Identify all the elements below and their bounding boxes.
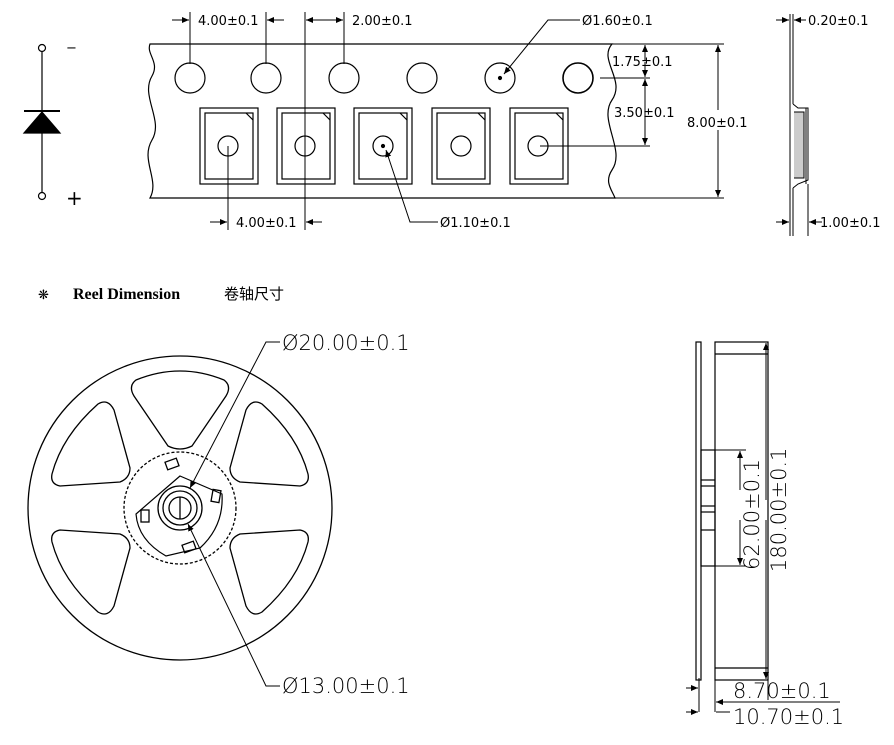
pocket	[199, 107, 259, 185]
dim-tape-thickness: 0.20±0.1	[808, 14, 869, 29]
reel-dimension-heading-cn: 卷轴尺寸	[224, 285, 284, 303]
reel-window	[51, 401, 131, 487]
tape-dimension-lines	[172, 12, 724, 230]
heading-bullet-icon: ❋	[38, 288, 49, 303]
dim-sprocket-pitch: 4.00±0.1	[198, 14, 259, 29]
dim-hole-to-pocket-pitch: 2.00±0.1	[352, 14, 413, 29]
reel-window	[229, 401, 309, 487]
dim-hole-edge-distance: 1.75±0.1	[612, 55, 673, 70]
diode-cathode-mark: +	[66, 186, 83, 210]
reel-dimension-heading: Reel Dimension	[73, 286, 180, 303]
diode-symbol	[22, 43, 62, 201]
diode-anode-mark: −	[66, 41, 77, 56]
reel-front-view	[27, 355, 333, 661]
sprocket-hole	[328, 62, 360, 94]
dim-tape-width: 8.00±0.1	[687, 116, 748, 131]
sprocket-hole	[406, 62, 438, 94]
dim-sprocket-hole-diameter: Ø1.60±0.1	[582, 14, 653, 29]
reel-side-view	[695, 341, 769, 681]
pocket	[431, 107, 491, 185]
pocket	[276, 107, 336, 185]
tape-side-view	[776, 14, 822, 236]
sprocket-hole	[562, 62, 594, 94]
carrier-tape	[147, 43, 617, 199]
dim-arbor-diameter: Ø13.00±0.1	[282, 674, 410, 698]
dim-pocket-pitch: 4.00±0.1	[236, 216, 297, 231]
dim-reel-diameter: 180.00±0.1	[767, 448, 791, 572]
pocket	[353, 107, 413, 185]
dim-hub-diameter: Ø20.00±0.1	[282, 331, 410, 355]
dim-hole-pocket-center: 3.50±0.1	[614, 106, 675, 121]
reel-window	[229, 529, 309, 615]
sprocket-hole	[174, 62, 206, 94]
sprocket-hole	[484, 62, 516, 94]
dim-pocket-hole-diameter: Ø1.10±0.1	[440, 216, 511, 231]
dim-pocket-depth: 1.00±0.1	[820, 216, 881, 231]
reel-window	[130, 370, 230, 450]
reel-front-leaders	[187, 341, 280, 687]
sprocket-hole	[250, 62, 282, 94]
dim-outer-width: 10.70±0.1	[733, 705, 844, 729]
reel-window	[51, 529, 131, 615]
reel-side-dimension-lines	[686, 343, 840, 715]
dim-inner-width: 8.70±0.1	[733, 679, 831, 703]
dim-hub-side-diameter: 62.00±0.1	[740, 459, 764, 570]
